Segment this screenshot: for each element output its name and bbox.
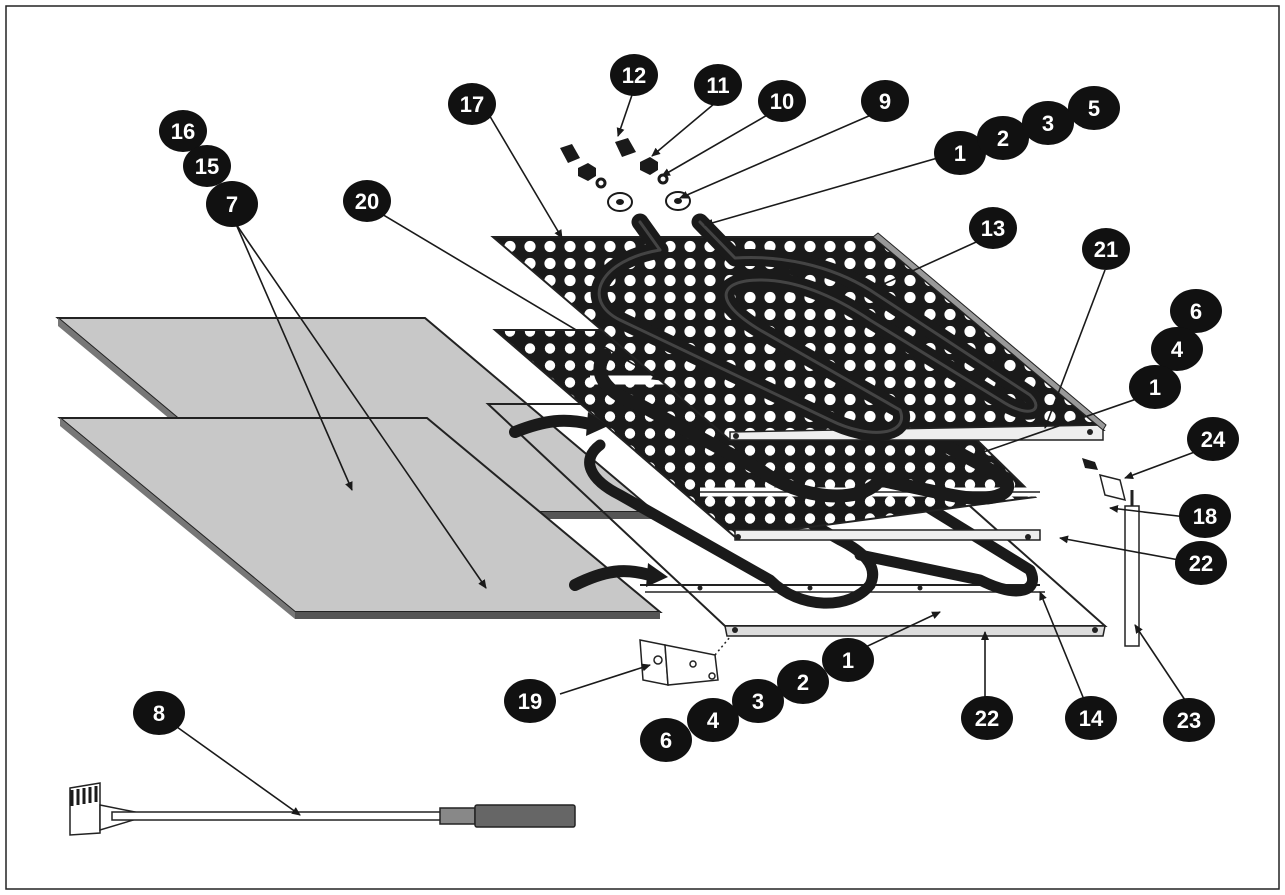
svg-text:1: 1	[842, 648, 854, 673]
callout-19: 19	[504, 679, 556, 723]
top-heating-element	[590, 213, 1045, 441]
svg-text:3: 3	[752, 689, 764, 714]
svg-text:12: 12	[622, 63, 646, 88]
svg-text:2: 2	[797, 670, 809, 695]
svg-text:20: 20	[355, 189, 379, 214]
insert-arrows	[509, 414, 656, 591]
middle-heating-element	[593, 348, 1015, 505]
callout-7: 7	[206, 181, 258, 227]
callout-24: 24	[1187, 417, 1239, 461]
callout-1-top: 1	[934, 131, 986, 175]
svg-text:21: 21	[1094, 237, 1118, 262]
callout-1-bottom: 1	[822, 638, 874, 682]
callout-22-right: 22	[1175, 541, 1227, 585]
callout-2-top: 2	[977, 116, 1029, 160]
svg-text:19: 19	[518, 689, 542, 714]
svg-text:14: 14	[1079, 706, 1104, 731]
svg-text:18: 18	[1193, 504, 1217, 529]
callout-15: 15	[183, 145, 231, 187]
svg-text:3: 3	[1042, 111, 1054, 136]
callout-6-bottom: 6	[640, 718, 692, 762]
callout-1-right: 1	[1129, 365, 1181, 409]
callout-2-bottom: 2	[777, 660, 829, 704]
svg-text:22: 22	[1189, 551, 1213, 576]
callout-3-top: 3	[1022, 101, 1074, 145]
svg-text:22: 22	[975, 706, 999, 731]
diagram-border	[5, 5, 1280, 890]
callout-4-bottom: 4	[687, 698, 739, 742]
svg-text:8: 8	[153, 701, 165, 726]
callout-22-bottom: 22	[961, 696, 1013, 740]
svg-text:10: 10	[770, 89, 794, 114]
svg-text:4: 4	[1171, 337, 1184, 362]
svg-text:11: 11	[706, 73, 729, 98]
svg-text:1: 1	[954, 141, 966, 166]
callout-17: 17	[448, 83, 496, 125]
callout-12: 12	[610, 54, 658, 96]
callout-13: 13	[969, 207, 1017, 249]
mounting-bracket	[639, 636, 731, 686]
callouts: 17 12 11 10 9 16 15 7 20 1 2 3 5 13 21 6…	[133, 54, 1239, 762]
svg-text:24: 24	[1201, 427, 1226, 452]
svg-text:4: 4	[707, 708, 720, 733]
callout-4-right: 4	[1151, 327, 1203, 371]
stone-plate-lower	[57, 417, 663, 619]
callout-9: 9	[861, 80, 909, 122]
callout-8: 8	[133, 691, 185, 735]
lower-heating-element	[584, 439, 1038, 609]
cleaning-brush-tool	[69, 782, 576, 836]
svg-text:6: 6	[1190, 299, 1202, 324]
bottom-frame	[485, 403, 1108, 637]
callout-23: 23	[1163, 698, 1215, 742]
svg-text:23: 23	[1177, 708, 1201, 733]
svg-text:6: 6	[660, 728, 672, 753]
callout-20: 20	[343, 180, 391, 222]
callout-5-top: 5	[1068, 86, 1120, 130]
callout-21: 21	[1082, 228, 1130, 270]
svg-text:1: 1	[1149, 375, 1161, 400]
svg-text:9: 9	[879, 89, 891, 114]
top-perforated-plate	[490, 232, 1107, 442]
callout-14: 14	[1065, 696, 1117, 740]
callout-11: 11	[694, 64, 742, 106]
svg-text:15: 15	[195, 154, 219, 179]
svg-text:2: 2	[997, 126, 1009, 151]
terminal-hardware	[560, 138, 691, 212]
svg-text:16: 16	[171, 119, 195, 144]
thermostat-probe	[1082, 458, 1140, 647]
callout-10: 10	[758, 80, 806, 122]
callout-16: 16	[159, 110, 207, 152]
callout-6-right: 6	[1170, 289, 1222, 333]
svg-text:7: 7	[226, 192, 238, 217]
callout-3-bottom: 3	[732, 679, 784, 723]
callout-18: 18	[1179, 494, 1231, 538]
svg-text:17: 17	[460, 92, 484, 117]
svg-text:13: 13	[981, 216, 1005, 241]
svg-text:5: 5	[1088, 96, 1100, 121]
